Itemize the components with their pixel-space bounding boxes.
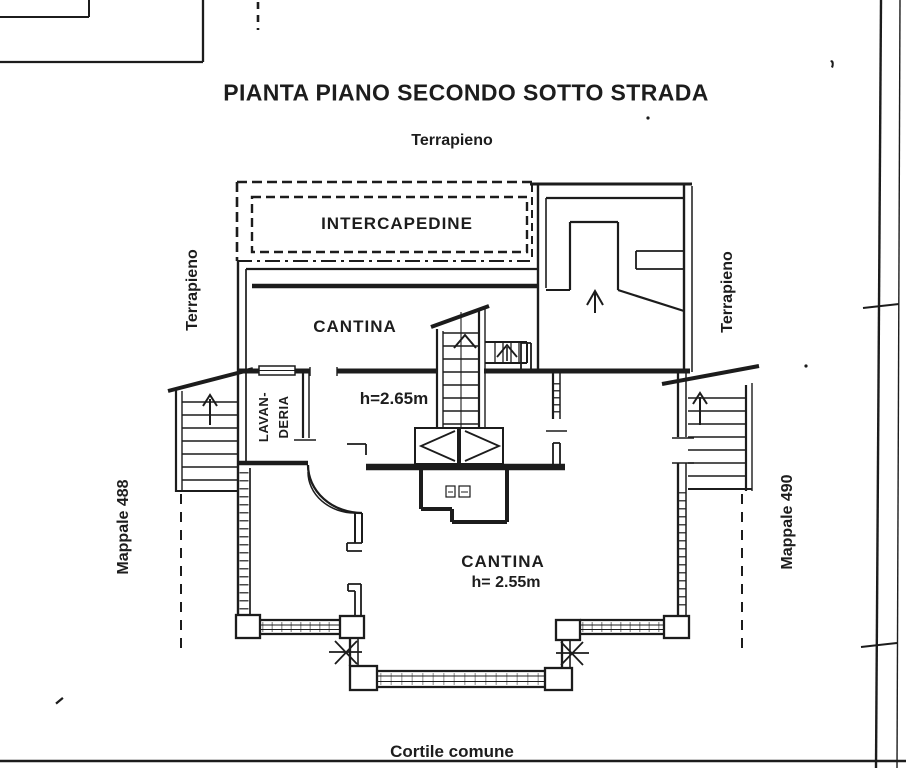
lavanderia-line1: LAVAN- bbox=[255, 391, 271, 443]
cortile-comune-label: Cortile comune bbox=[390, 742, 514, 761]
room-label-cantina-lower: CANTINA bbox=[461, 552, 545, 571]
right-exterior-wall bbox=[672, 373, 694, 619]
up-arrow-icon bbox=[496, 343, 518, 358]
mappale-490-label: Mappale 490 bbox=[779, 474, 796, 570]
door-star-icon bbox=[329, 640, 362, 665]
lavanderia-line2: DERIA bbox=[276, 395, 291, 439]
stair-treads bbox=[494, 342, 520, 363]
door-star-icon bbox=[556, 641, 589, 666]
terrapieno-top-label: Terrapieno bbox=[411, 132, 493, 149]
stair-treads bbox=[688, 397, 746, 477]
door-jamb bbox=[347, 443, 367, 455]
cantina-lower-height-label: h= 2.55m bbox=[471, 574, 541, 591]
scan-noise bbox=[55, 60, 834, 705]
left-arrow-icon bbox=[418, 430, 456, 462]
corridor-divider-wall bbox=[546, 373, 567, 464]
right-arrow-icon bbox=[464, 430, 502, 462]
up-arrow-icon bbox=[453, 333, 477, 349]
lavanderia-walls bbox=[238, 373, 316, 466]
room-label-lavanderia: LAVAN- DERIA bbox=[254, 392, 294, 442]
room-label-intercapedine: INTERCAPEDINE bbox=[321, 214, 473, 233]
upper-block-walls bbox=[236, 182, 693, 618]
terrapieno-right-label: Terrapieno bbox=[719, 251, 736, 333]
up-arrow-icon bbox=[586, 288, 604, 306]
up-arrow-icon bbox=[202, 393, 218, 407]
corridor-height-label: h=2.65m bbox=[359, 389, 429, 408]
up-arrow-icon bbox=[692, 391, 708, 405]
curved-wall bbox=[306, 443, 367, 618]
main-staircase bbox=[430, 304, 528, 427]
door-star-symbols bbox=[329, 640, 589, 666]
under-stair-closet bbox=[419, 470, 509, 524]
external-stair-right bbox=[661, 364, 760, 653]
plan-title: PIANTA PIANO SECONDO SOTTO STRADA bbox=[223, 79, 709, 106]
bottom-facade bbox=[234, 613, 691, 692]
terrapieno-left-label: Terrapieno bbox=[184, 249, 201, 331]
left-exterior-wall bbox=[239, 468, 251, 618]
landing-squares bbox=[366, 427, 565, 471]
intercapedine-outline bbox=[235, 180, 533, 262]
external-stair-left bbox=[167, 367, 254, 653]
mid-wall bbox=[238, 342, 690, 376]
upper-right-room bbox=[546, 220, 685, 313]
mappale-488-label: Mappale 488 bbox=[115, 479, 132, 575]
room-label-cantina-upper: CANTINA bbox=[313, 317, 397, 336]
